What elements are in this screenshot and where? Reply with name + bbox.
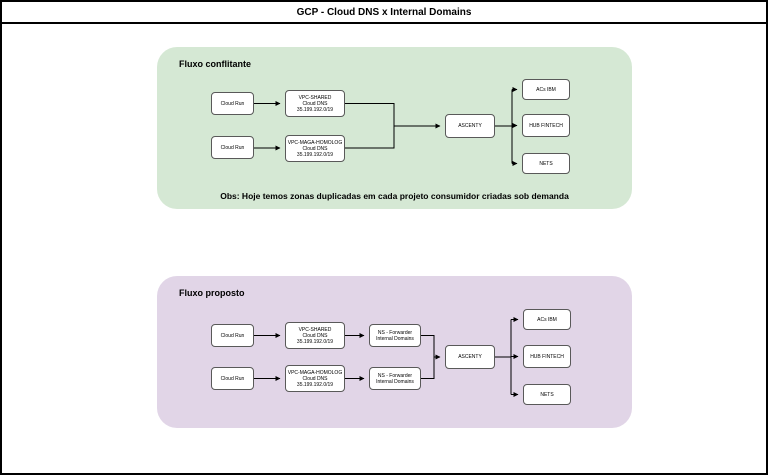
hub-fintech-node: HUB FINTECH [523,345,571,368]
panel-title-proposed: Fluxo proposto [179,288,245,298]
acs-ibm-node: ACs IBM [522,79,570,100]
vpc-shared-node: VPC-SHARED Cloud DNS 35.199.192.0/19 [285,90,345,117]
ascenty-node: ASCENTY [445,114,495,138]
vpc-shared-node: VPC-SHARED Cloud DNS 35.199.192.0/19 [285,322,345,349]
cloud-run-node: Cloud Run [211,367,254,390]
note-text: Obs: Hoje temos zonas duplicadas em cada… [220,191,569,201]
ns-forwarder-node: NS - Forwarder Internal Domains [369,367,421,390]
nets-node: NETS [522,153,570,174]
panel-title-current: Fluxo conflitante [179,59,251,69]
cloud-run-node: Cloud Run [211,136,254,159]
cloud-run-node: Cloud Run [211,92,254,115]
cloud-run-node: Cloud Run [211,324,254,347]
nets-node: NETS [523,384,571,405]
hub-fintech-node: HUB FINTECH [522,114,570,137]
page-title: GCP - Cloud DNS x Internal Domains [296,6,472,18]
vpc-maga-homolog-node: VPC-MAGA-HOMOLOG Cloud DNS 35.199.192.0/… [285,365,345,392]
acs-ibm-node: ACs IBM [523,309,571,330]
ns-forwarder-node: NS - Forwarder Internal Domains [369,324,421,347]
flow-panel-current: Fluxo conflitante Cloud Run Cloud Run VP… [157,47,632,209]
ascenty-node: ASCENTY [445,345,495,369]
vpc-maga-homolog-node: VPC-MAGA-HOMOLOG Cloud DNS 35.199.192.0/… [285,135,345,162]
flow-panel-proposed: Fluxo proposto Cloud Run Cloud Run VPC-S… [157,276,632,428]
title-bar: GCP - Cloud DNS x Internal Domains [2,2,766,24]
